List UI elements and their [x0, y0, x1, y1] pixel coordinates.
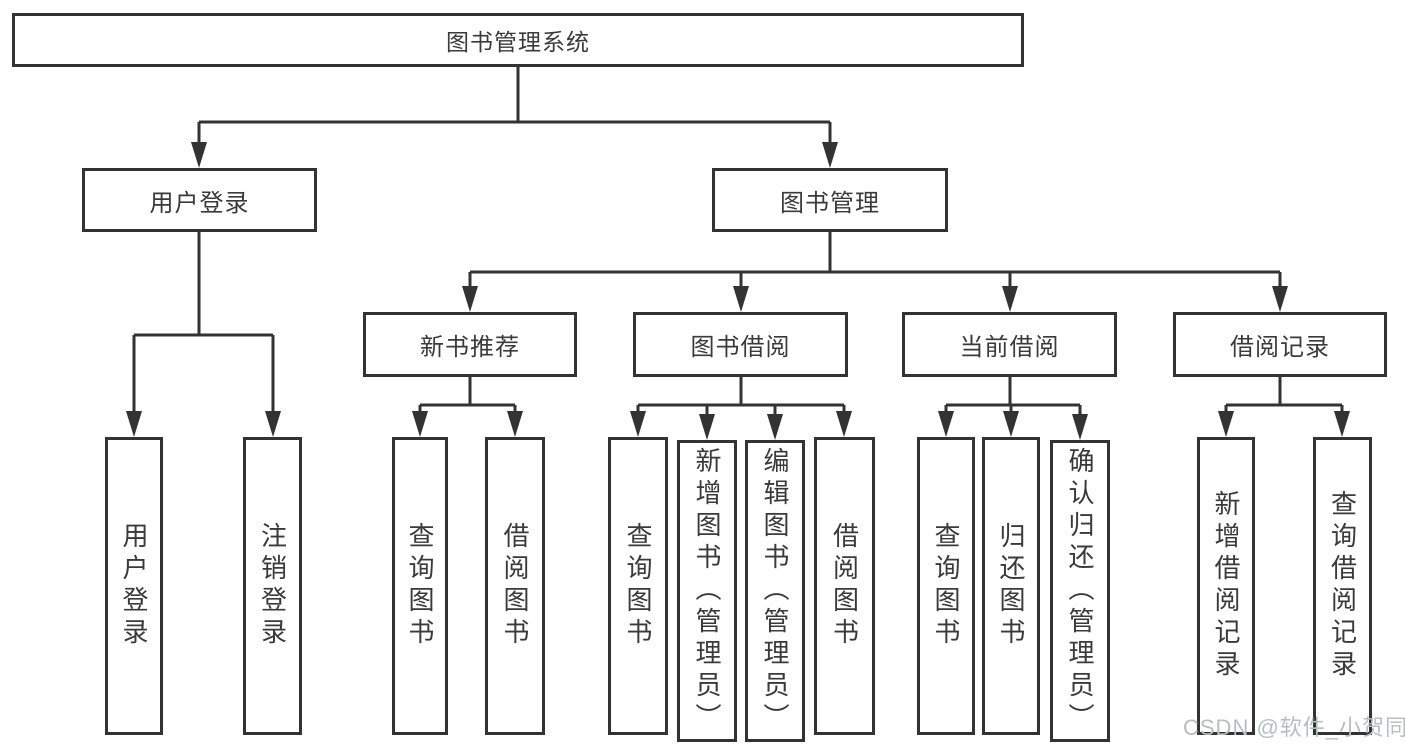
node-borrow-records: 借阅记录 [1173, 312, 1387, 377]
node-br-query-record-label: 查询借阅记录 [1327, 490, 1358, 682]
node-cb-confirm-return-admin: 确认归还（管理员） [1050, 440, 1110, 742]
node-book-mgmt-label: 图书管理 [780, 189, 880, 217]
csdn-watermark: CSDN @软件_小贺同学 [1183, 715, 1405, 740]
node-br-add-record: 新增借阅记录 [1197, 437, 1255, 735]
node-bb-borrow-books: 借阅图书 [814, 437, 875, 735]
node-user-login-label: 用户登录 [149, 189, 250, 217]
node-current-borrow-label: 当前借阅 [959, 334, 1060, 361]
node-nb-query-books-label: 查询图书 [405, 522, 435, 650]
node-book-mgmt: 图书管理 [712, 168, 948, 232]
node-new-book-recommend: 新书推荐 [363, 312, 577, 377]
node-borrow-records-label: 借阅记录 [1230, 334, 1330, 361]
node-br-add-record-label: 新增借阅记录 [1211, 490, 1241, 682]
node-bb-query-books: 查询图书 [608, 437, 668, 735]
node-nb-query-books: 查询图书 [392, 437, 448, 735]
node-user-login-leaf: 用户登录 [105, 437, 163, 735]
node-bb-query-books-label: 查询图书 [623, 522, 653, 650]
node-bb-add-books-admin: 新增图书（管理员） [677, 440, 737, 742]
node-bb-add-books-admin-label: 新增图书（管理员） [692, 447, 722, 735]
node-cb-return-books-label: 归还图书 [996, 522, 1026, 650]
node-nb-borrow-books: 借阅图书 [485, 437, 545, 735]
arrowheads [126, 142, 1350, 440]
node-new-book-recommend-label: 新书推荐 [420, 334, 520, 361]
node-root-label: 图书管理系统 [446, 29, 590, 55]
node-bb-edit-books-admin-label: 编辑图书（管理员） [760, 447, 790, 735]
node-cb-return-books: 归还图书 [982, 437, 1040, 735]
node-user-login: 用户登录 [82, 168, 317, 232]
node-br-query-record: 查询借阅记录 [1313, 437, 1372, 735]
node-logout-leaf: 注销登录 [243, 437, 302, 735]
node-cb-confirm-return-admin-label: 确认归还（管理员） [1065, 447, 1095, 735]
node-book-borrow: 图书借阅 [633, 312, 848, 377]
node-logout-leaf-label: 注销登录 [257, 522, 288, 650]
node-bb-edit-books-admin: 编辑图书（管理员） [745, 440, 805, 742]
node-cb-query-books-label: 查询图书 [931, 522, 961, 650]
node-cb-query-books: 查询图书 [917, 437, 975, 735]
node-bb-borrow-books-label: 借阅图书 [829, 522, 860, 650]
node-current-borrow: 当前借阅 [902, 312, 1117, 377]
node-nb-borrow-books-label: 借阅图书 [500, 522, 530, 650]
node-user-login-leaf-label: 用户登录 [119, 522, 149, 650]
node-book-borrow-label: 图书借阅 [690, 334, 791, 361]
node-root: 图书管理系统 [12, 13, 1024, 67]
